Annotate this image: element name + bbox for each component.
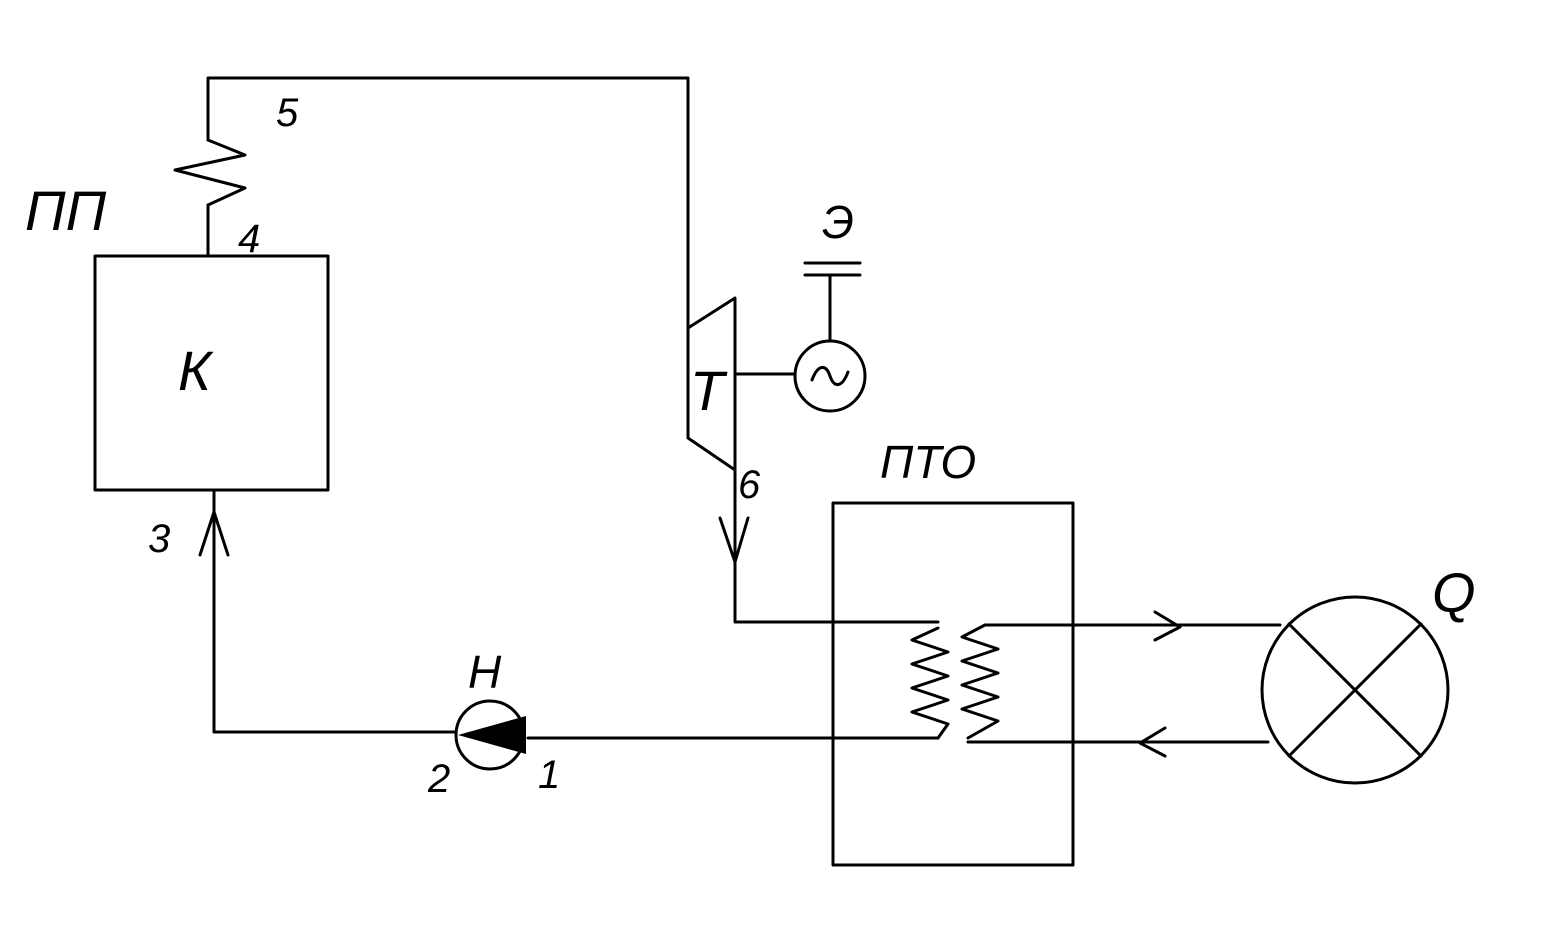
point-6-label: 6 (738, 463, 761, 507)
superheater-coil (173, 138, 247, 207)
generator-label: Э (822, 196, 854, 248)
feedwater-flow-arrow (198, 510, 230, 557)
exhaust-steam-line (733, 468, 940, 624)
point-2-label: 2 (427, 757, 450, 801)
consumer-label: Q (1432, 561, 1476, 624)
pump-label: Н (468, 646, 502, 698)
point-3-label: 3 (148, 517, 170, 561)
generator-ac-symbol (810, 366, 850, 386)
heat-exchanger-label: ПТО (880, 436, 976, 488)
secondary-coil (960, 623, 1000, 740)
turbine-label: Т (690, 359, 728, 422)
steam-line-superheater-to-turbine (206, 76, 690, 330)
point-5-label: 5 (276, 91, 299, 135)
exhaust-flow-arrow (718, 516, 750, 564)
primary-coil (910, 626, 950, 740)
boiler-label: К (178, 339, 214, 402)
consumer-cross-2 (1287, 622, 1423, 758)
point-1-label: 1 (538, 753, 560, 797)
consumer-circle (1260, 595, 1450, 785)
supply-flow-arrow (1153, 610, 1182, 642)
pump-triangle (458, 716, 526, 754)
superheater-label: ПП (25, 179, 107, 242)
point-4-label: 4 (238, 217, 260, 261)
boiler-box (93, 254, 330, 492)
heat-exchanger-box (831, 501, 1075, 867)
return-flow-arrow (1138, 726, 1167, 758)
feedwater-line (212, 488, 458, 734)
